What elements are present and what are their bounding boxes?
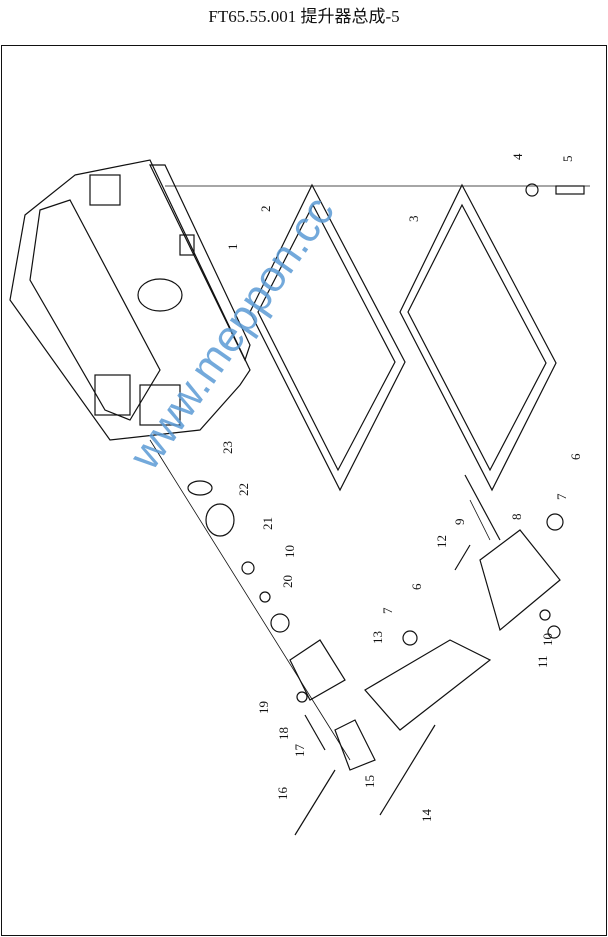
label-16: 16 <box>275 787 290 801</box>
label-18: 18 <box>276 727 291 740</box>
label-11: 11 <box>535 655 550 668</box>
lower-parts <box>187 474 564 836</box>
label-6b: 6 <box>409 583 424 590</box>
label-22: 22 <box>236 483 251 496</box>
label-10: 10 <box>540 633 555 646</box>
label-9: 9 <box>452 519 467 526</box>
nut <box>525 183 539 197</box>
label-17: 17 <box>292 744 307 758</box>
label-2: 2 <box>258 206 273 213</box>
label-12: 12 <box>434 535 449 548</box>
label-20: 20 <box>280 575 295 588</box>
label-19: 19 <box>256 701 271 714</box>
label-7: 7 <box>554 493 569 500</box>
label-23: 23 <box>220 441 235 454</box>
cover-plate <box>399 183 557 492</box>
label-4: 4 <box>510 153 525 160</box>
label-1: 1 <box>225 244 240 251</box>
label-7b: 7 <box>380 607 395 614</box>
label-3: 3 <box>406 216 421 223</box>
label-15: 15 <box>362 775 377 788</box>
lift-housing <box>9 159 251 441</box>
label-10b: 10 <box>282 545 297 558</box>
part-labels: 1 2 3 4 5 6 7 8 9 10 11 6 7 12 13 14 15 … <box>220 153 583 822</box>
label-6: 6 <box>568 453 583 460</box>
drawing-frame <box>1 45 607 936</box>
label-8: 8 <box>509 514 524 521</box>
label-5: 5 <box>560 156 575 163</box>
label-14: 14 <box>419 809 434 823</box>
bolt <box>555 185 585 195</box>
label-21: 21 <box>260 517 275 530</box>
gasket <box>249 183 406 492</box>
label-13: 13 <box>370 631 385 644</box>
diagram-title: FT65.55.001 提升器总成-5 <box>208 7 400 26</box>
